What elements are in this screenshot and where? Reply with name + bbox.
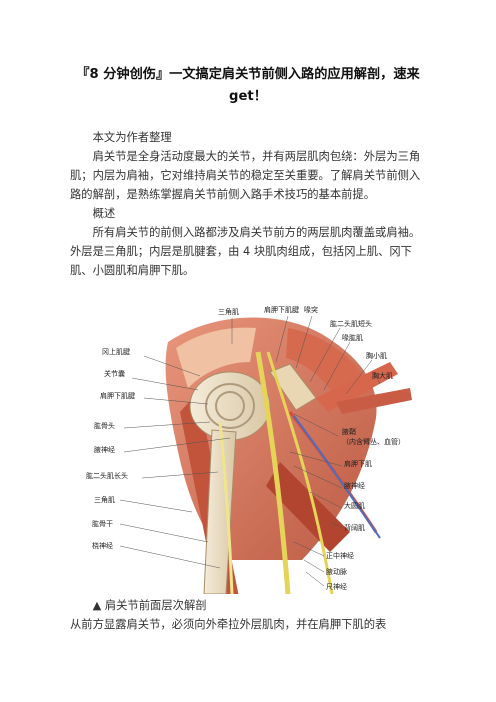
label-huitu: 喙突 bbox=[304, 305, 318, 314]
article-body-top: 本文为作者整理 肩关节是全身活动度最大的关节，并有两层肌肉包绕：外层为三角肌；内… bbox=[70, 128, 430, 280]
label-sanjiaoji-left: 三角肌 bbox=[94, 495, 115, 504]
label-gangshangjijian: 冈上肌腱 bbox=[102, 347, 130, 356]
label-huigongji: 喙肱肌 bbox=[342, 333, 363, 342]
label-yeqiao-note: （内含臂丛、血管） bbox=[342, 437, 405, 446]
label-guanjienang: 关节囊 bbox=[104, 369, 125, 378]
label-zhishenjing: 腋神经 bbox=[94, 445, 115, 454]
label-chishenjing: 尺神经 bbox=[326, 582, 347, 591]
paragraph-1: 肩关节是全身活动度最大的关节，并有两层肌肉包绕：外层为三角肌；内层为肩袖，它对维… bbox=[70, 150, 421, 201]
paragraph-2: 所有肩关节的前侧入路都涉及肩关节前方的两层肌肉覆盖或肩袖。外层是三角肌；内层是肌… bbox=[70, 226, 421, 277]
label-jianjiaxiajijian-left: 肩胛下肌腱 bbox=[100, 391, 135, 400]
label-xiongxiaoji: 胸小肌 bbox=[366, 351, 387, 360]
figure-caption: ▲ 肩关节前面层次解剖 从前方显露肩关节，必须向外牵拉外层肌肉，并在肩胛下肌的表 bbox=[70, 596, 386, 634]
label-beikuoji: 背阔肌 bbox=[344, 523, 365, 532]
shoulder-anatomy-illustration: 三角肌 肩胛下肌腱 喙突 肱二头肌短头 喙肱肌 胸小肌 胸大肌 冈上肌腱 关节囊… bbox=[80, 302, 420, 594]
section-heading-overview: 概述 bbox=[92, 207, 116, 220]
label-yedongmai: 腋动脉 bbox=[326, 567, 347, 576]
label-jianjiaxiaji: 肩胛下肌 bbox=[344, 459, 372, 468]
label-zhengzhongshenjing: 正中神经 bbox=[326, 551, 354, 560]
caption-text: ▲ 肩关节前面层次解剖 bbox=[92, 599, 207, 612]
label-gongertoujichangtou: 肱二头肌长头 bbox=[86, 471, 128, 480]
paragraph-3: 从前方显露肩关节，必须向外牵拉外层肌肉，并在肩胛下肌的表 bbox=[70, 618, 387, 631]
intro-line: 本文为作者整理 bbox=[92, 131, 172, 144]
label-gonggutou: 肱骨头 bbox=[94, 421, 115, 430]
label-naoshenjing: 桡神经 bbox=[92, 541, 113, 550]
label-sanjiaoji-top: 三角肌 bbox=[218, 307, 239, 316]
label-xiongdaji: 胸大肌 bbox=[372, 371, 393, 380]
label-yeqiao: 腋鞘 bbox=[342, 427, 356, 436]
article-title: 『8 分钟创伤』一文搞定肩关节前侧入路的应用解剖，速来get！ bbox=[76, 67, 420, 104]
label-jianjiaxiajijian: 肩胛下肌腱 bbox=[264, 305, 299, 314]
label-yeshenjing: 腋神经 bbox=[344, 481, 365, 490]
label-dayuanji: 大圆肌 bbox=[344, 501, 365, 510]
label-gonggugan: 肱骨干 bbox=[92, 519, 113, 528]
label-gongertoujiduantou: 肱二头肌短头 bbox=[330, 319, 372, 328]
